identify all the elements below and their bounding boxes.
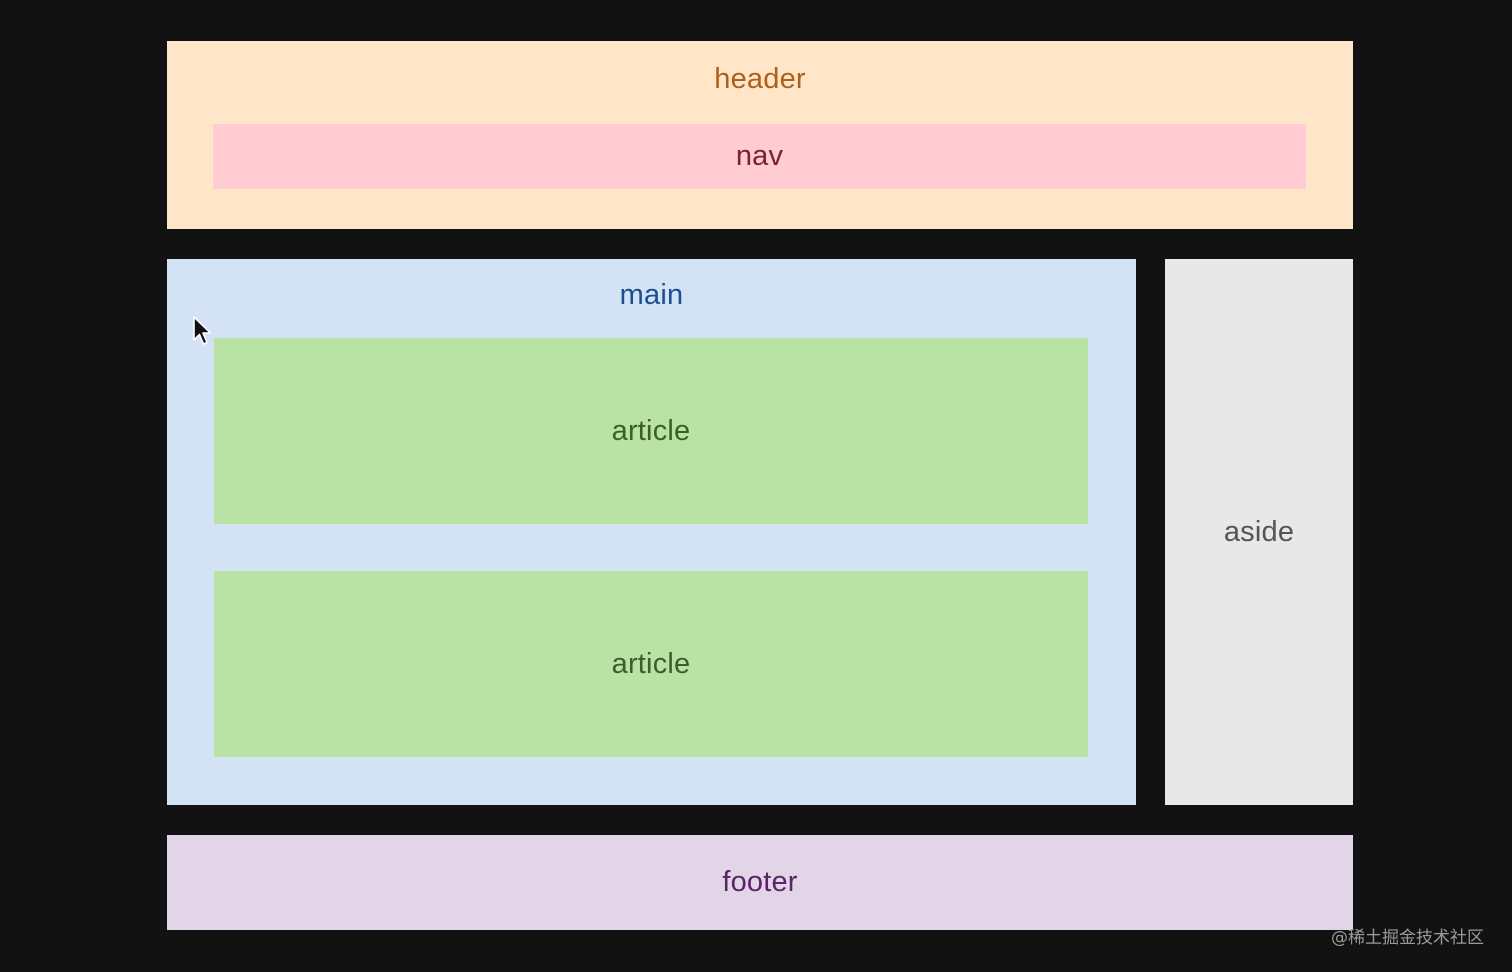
mouse-pointer-icon (193, 316, 212, 345)
footer-label: footer (722, 866, 798, 898)
article-block-1: article (214, 338, 1088, 524)
aside-label: aside (1223, 515, 1295, 548)
aside-block: aside (1165, 259, 1353, 805)
article-label-2: article (611, 647, 691, 680)
footer-block: footer (167, 835, 1353, 930)
header-label: header (714, 63, 806, 95)
article-block-2: article (214, 571, 1088, 757)
nav-label: nav (735, 140, 784, 172)
nav-block: nav (213, 124, 1306, 189)
article-label-1: article (611, 414, 691, 447)
main-label: main (619, 279, 684, 311)
watermark-text: @稀土掘金技术社区 (1331, 928, 1484, 948)
